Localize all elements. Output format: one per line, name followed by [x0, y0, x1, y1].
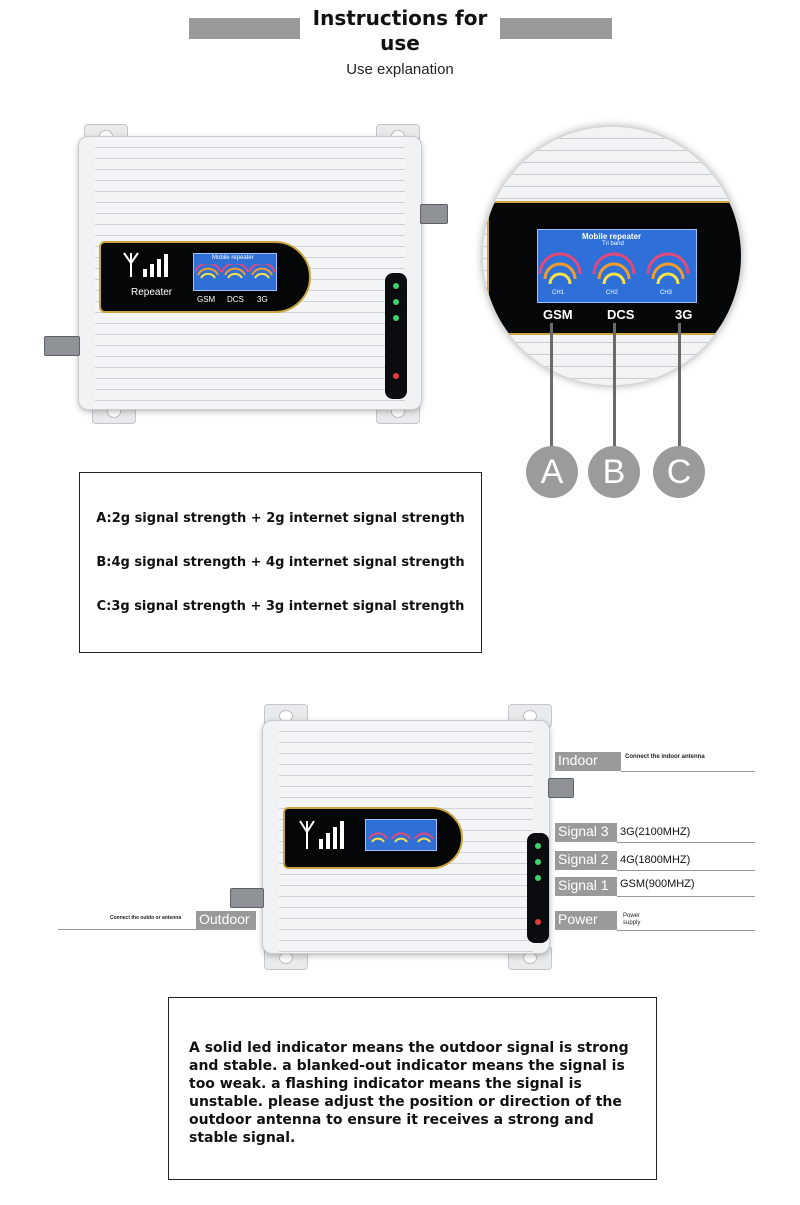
zoom-band-dcs: DCS — [607, 307, 635, 322]
signal-1-freq: GSM(900MHZ) — [620, 878, 695, 890]
antenna-signal-icon — [299, 820, 344, 849]
signal-3-line — [617, 842, 755, 843]
signal-2-line — [617, 870, 755, 871]
indoor-note: Connect the indoor antenna — [625, 754, 705, 760]
indoor-label: Indoor — [555, 752, 621, 771]
legend-item-c: C:3g signal strength + 3g internet signa… — [96, 599, 465, 614]
repeater-device-top: Repeater Mobile repeater GSM DCS 3G — [40, 120, 448, 440]
led-power — [393, 373, 399, 379]
lcd-title: Mobile repeater — [212, 255, 254, 261]
outdoor-line — [58, 929, 196, 930]
indoor-connector — [548, 778, 574, 798]
led-indicator — [393, 299, 399, 305]
signal-1-label: Signal 1 — [555, 877, 617, 896]
power-note: Power supply — [623, 913, 641, 926]
callout-c: C — [653, 446, 705, 498]
outdoor-label: Outdoor — [196, 911, 256, 930]
outdoor-connector — [230, 888, 264, 908]
led-signal-3 — [535, 843, 541, 849]
signal-3-label: Signal 3 — [555, 823, 617, 842]
channel-1: CH1 — [552, 290, 565, 296]
brand-label: Repeater — [131, 287, 173, 298]
channel-2: CH2 — [606, 290, 619, 296]
indicator-note-box: A solid led indicator means the outdoor … — [168, 997, 657, 1180]
repeater-device-bottom — [224, 700, 584, 975]
indoor-line — [621, 771, 755, 772]
device-body — [262, 720, 550, 954]
signal-1-line — [617, 896, 755, 897]
display-panel: Repeater Mobile repeater GSM DCS 3G — [99, 241, 311, 313]
band-label-gsm: GSM — [197, 295, 216, 304]
indoor-connector — [420, 204, 448, 224]
led-indicator — [393, 315, 399, 321]
legend-item-a: A:2g signal strength + 2g internet signa… — [96, 511, 465, 526]
outdoor-note: Connect the outdo or antenna — [110, 915, 182, 921]
zoom-lcd-title: Mobile repeater — [582, 232, 642, 241]
zoom-display-panel: Mobile repeater Tri band CH1 CH2 CH3 GSM… — [487, 201, 741, 335]
power-label: Power — [555, 911, 617, 930]
channel-3: CH3 — [660, 290, 673, 296]
signal-bars-icon — [195, 264, 275, 279]
led-signal-1 — [535, 875, 541, 881]
legend-box: A:2g signal strength + 2g internet signa… — [79, 472, 482, 653]
signal-2-label: Signal 2 — [555, 851, 617, 870]
legend-item-b: B:4g signal strength + 4g internet signa… — [96, 555, 465, 570]
pointer-line-b — [613, 323, 616, 448]
zoom-band-gsm: GSM — [543, 307, 573, 322]
display-panel — [283, 807, 463, 869]
callout-a: A — [526, 446, 578, 498]
pointer-line-a — [550, 323, 553, 448]
signal-bars-icon — [368, 832, 434, 843]
outdoor-connector — [44, 336, 80, 356]
pointer-line-c — [678, 323, 681, 448]
signal-3-freq: 3G(2100MHZ) — [620, 826, 691, 838]
zoom-lcd: Mobile repeater Tri band CH1 CH2 CH3 — [537, 229, 697, 303]
led-strip — [385, 273, 407, 399]
zoom-signal-bars-icon — [538, 252, 690, 285]
band-label-3g: 3G — [257, 295, 268, 304]
led-power — [535, 919, 541, 925]
power-line — [617, 930, 755, 931]
lcd-screen: Mobile repeater — [193, 253, 277, 291]
zoom-lcd-subtitle: Tri band — [602, 241, 624, 247]
page-subtitle: Use explanation — [346, 61, 454, 78]
zoom-band-3g: 3G — [675, 307, 693, 322]
led-strip — [527, 833, 549, 943]
page-title: Instructions for use — [300, 6, 500, 56]
indicator-note-text: A solid led indicator means the outdoor … — [189, 1040, 629, 1146]
callout-b: B — [588, 446, 640, 498]
band-label-dcs: DCS — [227, 295, 244, 304]
antenna-signal-icon — [123, 252, 168, 277]
lcd-screen — [365, 819, 437, 851]
device-body: Repeater Mobile repeater GSM DCS 3G — [78, 136, 422, 410]
led-signal-2 — [535, 859, 541, 865]
led-indicator — [393, 283, 399, 289]
signal-2-freq: 4G(1800MHZ) — [620, 854, 691, 866]
zoom-detail: Mobile repeater Tri band CH1 CH2 CH3 GSM… — [481, 125, 743, 387]
